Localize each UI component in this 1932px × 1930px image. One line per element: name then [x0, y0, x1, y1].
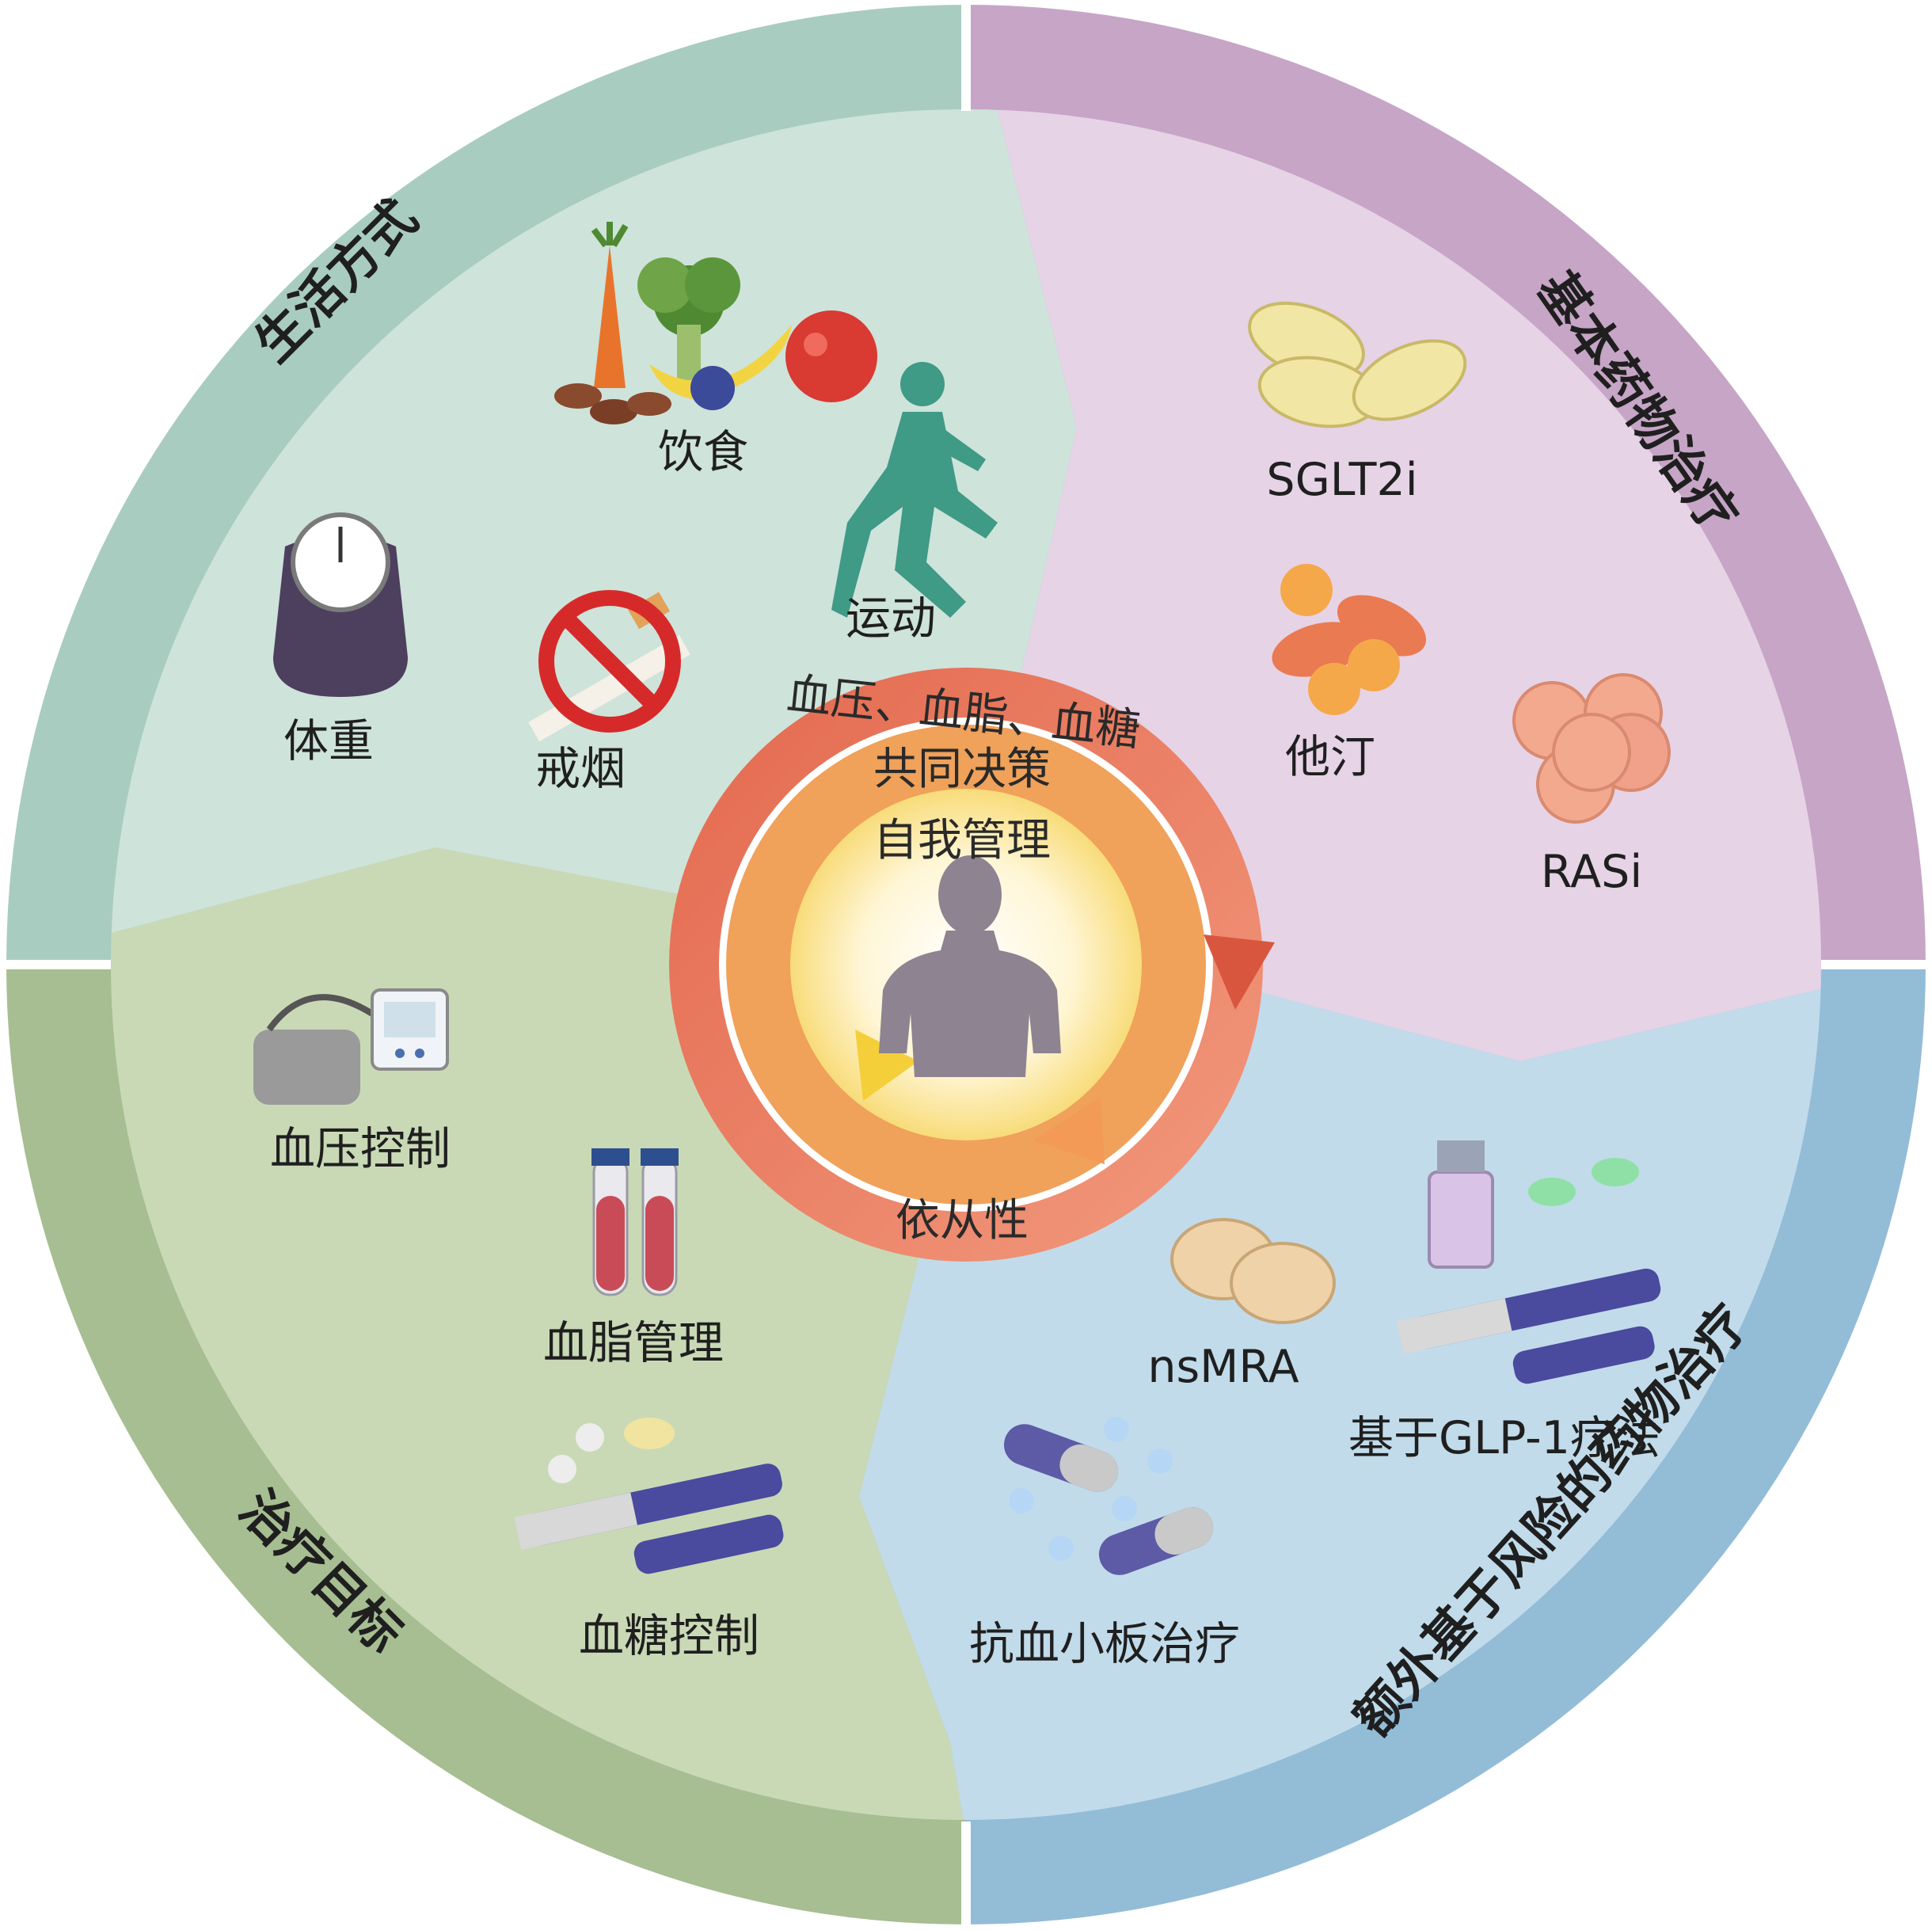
label-weight: 体重 — [283, 715, 374, 767]
runner-icon — [831, 362, 998, 618]
label-exercise: 运动 — [846, 592, 936, 645]
label-diet: 饮食 — [658, 426, 748, 478]
round-tablets-icon — [1512, 673, 1671, 824]
no-smoking-icon — [528, 590, 690, 742]
scale-icon — [273, 512, 408, 697]
center-adherence: 依从性 — [896, 1195, 1029, 1247]
label-nsmra: nsMRA — [1147, 1341, 1299, 1393]
center-shared-decision: 共同决策 — [873, 744, 1051, 795]
tablets-icon — [1170, 1218, 1336, 1324]
injection-pen-icon — [1396, 1140, 1661, 1384]
center-rings — [669, 668, 1275, 1262]
label-lipid: 血脂管理 — [543, 1317, 724, 1369]
food-icon — [554, 222, 877, 424]
label-rasi: RASi — [1541, 846, 1642, 898]
insulin-pen-icon — [514, 1418, 784, 1574]
label-glp1: 基于GLP-1疗法 — [1348, 1412, 1660, 1464]
capsules-icon — [1003, 1417, 1214, 1575]
label-smoking: 戒烟 — [535, 743, 626, 795]
test-tube-icon — [591, 1148, 679, 1296]
person-icon — [879, 855, 1061, 1077]
orange-pills-icon — [1272, 564, 1427, 715]
arrow-yellow — [855, 1030, 918, 1101]
blood-pressure-monitor-icon — [253, 988, 449, 1105]
oval-pills-icon — [1248, 301, 1467, 428]
label-bp: 血压控制 — [270, 1123, 451, 1175]
label-antiplatelet: 抗血小板治疗 — [969, 1618, 1240, 1670]
arrow-orange — [1033, 1097, 1105, 1164]
label-statin: 他汀 — [1285, 731, 1375, 783]
center-self-management: 自我管理 — [873, 815, 1051, 866]
arrow-red — [1204, 935, 1275, 1010]
label-sglt2i: SGLT2i — [1266, 454, 1417, 506]
label-glucose: 血糖控制 — [579, 1610, 759, 1662]
